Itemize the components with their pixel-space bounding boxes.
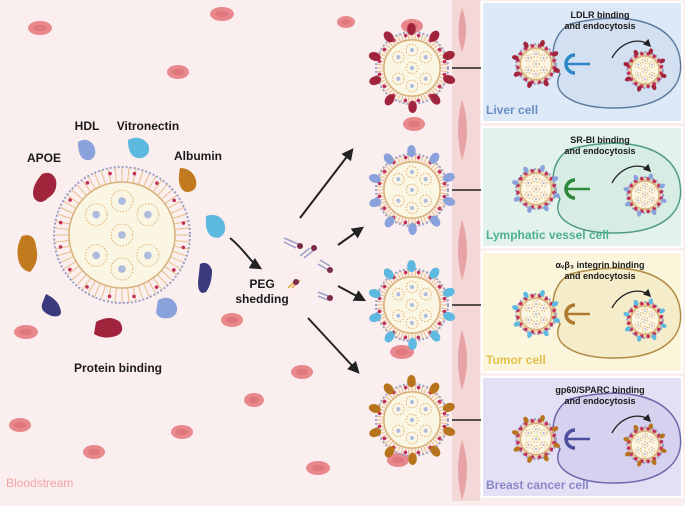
apoe-protein <box>94 318 122 338</box>
binding-label: and endocytosis <box>564 396 635 406</box>
label-bloodstream: Bloodstream <box>6 476 73 490</box>
label-vitronectin: Vitronectin <box>117 119 179 133</box>
binding-label: SR-BI binding <box>570 135 630 145</box>
cell-name-label: Tumor cell <box>486 353 546 367</box>
cell-name-label: Liver cell <box>486 103 538 117</box>
label-hdl: HDL <box>75 119 100 133</box>
red-blood-cell <box>9 418 31 432</box>
red-blood-cell <box>244 393 264 407</box>
red-blood-cell <box>337 16 355 28</box>
label-albumin: Albumin <box>174 149 222 163</box>
red-blood-cell <box>291 365 313 379</box>
red-blood-cell <box>28 21 52 35</box>
red-blood-cell <box>83 445 105 459</box>
red-blood-cell <box>306 461 330 475</box>
vessel-wall <box>452 0 480 501</box>
binding-label: gp60/SPARC binding <box>555 385 644 395</box>
cell-name-label: Lymphatic vessel cell <box>486 228 609 242</box>
red-blood-cell <box>14 325 38 339</box>
label-peg: PEG <box>249 277 274 291</box>
cell-name-label: Breast cancer cell <box>486 478 589 492</box>
label-apoe: APOE <box>27 151 61 165</box>
red-blood-cell <box>403 117 425 131</box>
label-shedding: shedding <box>235 292 288 306</box>
binding-label: and endocytosis <box>564 146 635 156</box>
red-blood-cell <box>210 7 234 21</box>
binding-label: and endocytosis <box>564 21 635 31</box>
label-protein-binding: Protein binding <box>74 361 162 375</box>
binding-label: αᵥβ₃ integrin binding <box>556 260 645 270</box>
red-blood-cell <box>171 425 193 439</box>
binding-label: LDLR binding <box>571 10 630 20</box>
binding-label: and endocytosis <box>564 271 635 281</box>
red-blood-cell <box>221 313 243 327</box>
red-blood-cell <box>167 65 189 79</box>
